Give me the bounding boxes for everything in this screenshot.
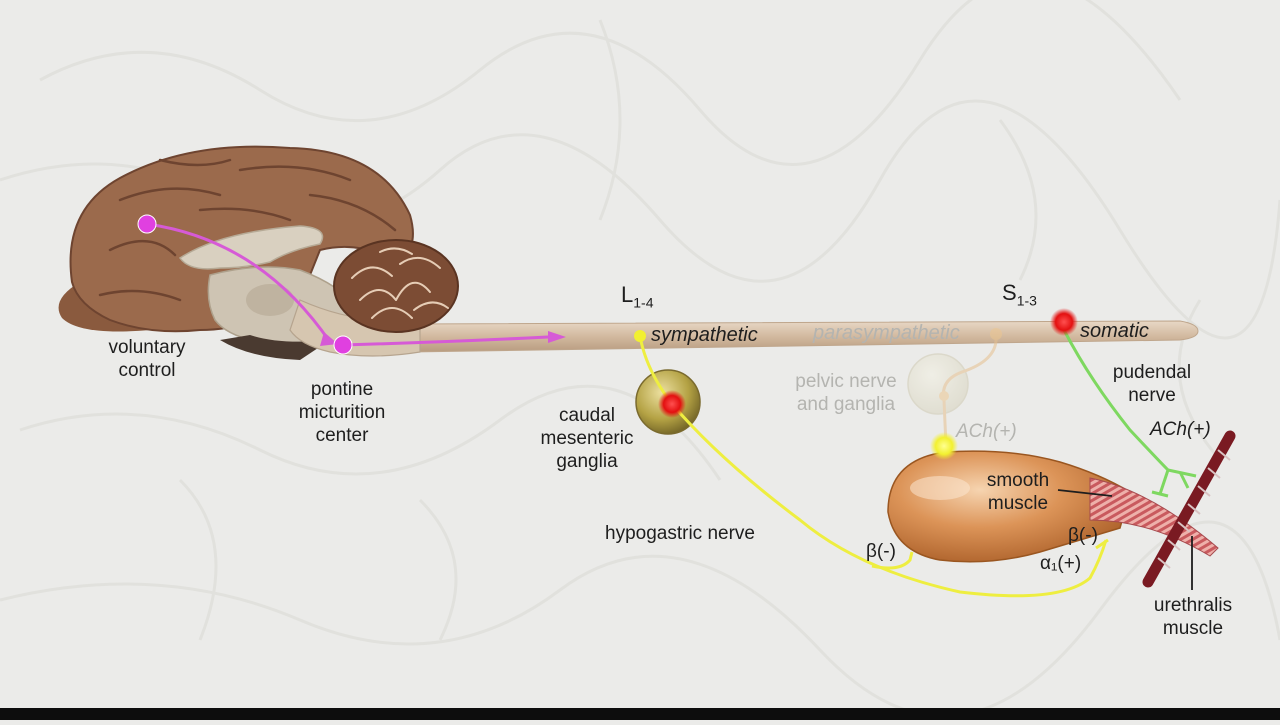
label-pelvic-nerve-ganglia: pelvic nerve and ganglia — [795, 371, 897, 415]
label-alpha: α₁(+) — [1040, 553, 1082, 574]
label-sacral-segment: S1-3 — [1002, 280, 1037, 308]
label-sympathetic: sympathetic — [651, 324, 758, 346]
label-smooth-muscle: smooth muscle — [986, 470, 1050, 514]
pelvic-neuron — [930, 432, 958, 460]
brain-icon — [58, 145, 421, 360]
label-pudendal-nerve: pudendal nerve — [1112, 362, 1192, 406]
lumbar-range: 1-4 — [633, 294, 654, 311]
label-beta-left: β(-) — [866, 541, 896, 562]
label-beta-right: β(-) — [1068, 525, 1098, 546]
voluntary-pathway — [137, 214, 566, 355]
sacral-range: 1-3 — [1016, 292, 1037, 309]
label-hypogastric-nerve: hypogastric nerve — [605, 523, 755, 544]
label-somatic: somatic — [1080, 320, 1149, 342]
bottom-letterbox-bar — [0, 708, 1280, 720]
label-pontine-micturition-center: pontine micturition center — [298, 379, 386, 446]
sympathetic-origin — [634, 330, 646, 342]
label-voluntary-control: voluntary control — [108, 337, 186, 381]
caudal-neuron — [658, 390, 686, 418]
label-ach-parasympathetic: ACh(+) — [956, 421, 1017, 442]
label-urethralis-muscle: urethralis muscle — [1153, 595, 1233, 639]
smooth-muscle-leader — [1057, 489, 1113, 497]
parasympathetic-pathway — [907, 328, 1002, 447]
somatic-neuron — [1050, 308, 1078, 336]
sacral-main: S — [1002, 280, 1017, 305]
label-caudal-mesenteric-ganglia: caudal mesenteric ganglia — [540, 405, 634, 472]
spinal-cord — [409, 320, 1199, 353]
somatic-pathway — [1062, 329, 1197, 498]
cerebellum-icon — [333, 239, 459, 333]
label-lumbar-segment: L1-4 — [621, 282, 653, 310]
label-parasympathetic: parasympathetic — [813, 322, 960, 344]
label-ach-somatic: ACh(+) — [1150, 419, 1211, 440]
bladder-icon — [887, 450, 1219, 563]
urethralis-muscle-icon — [1142, 430, 1236, 588]
lumbar-main: L — [621, 282, 634, 307]
